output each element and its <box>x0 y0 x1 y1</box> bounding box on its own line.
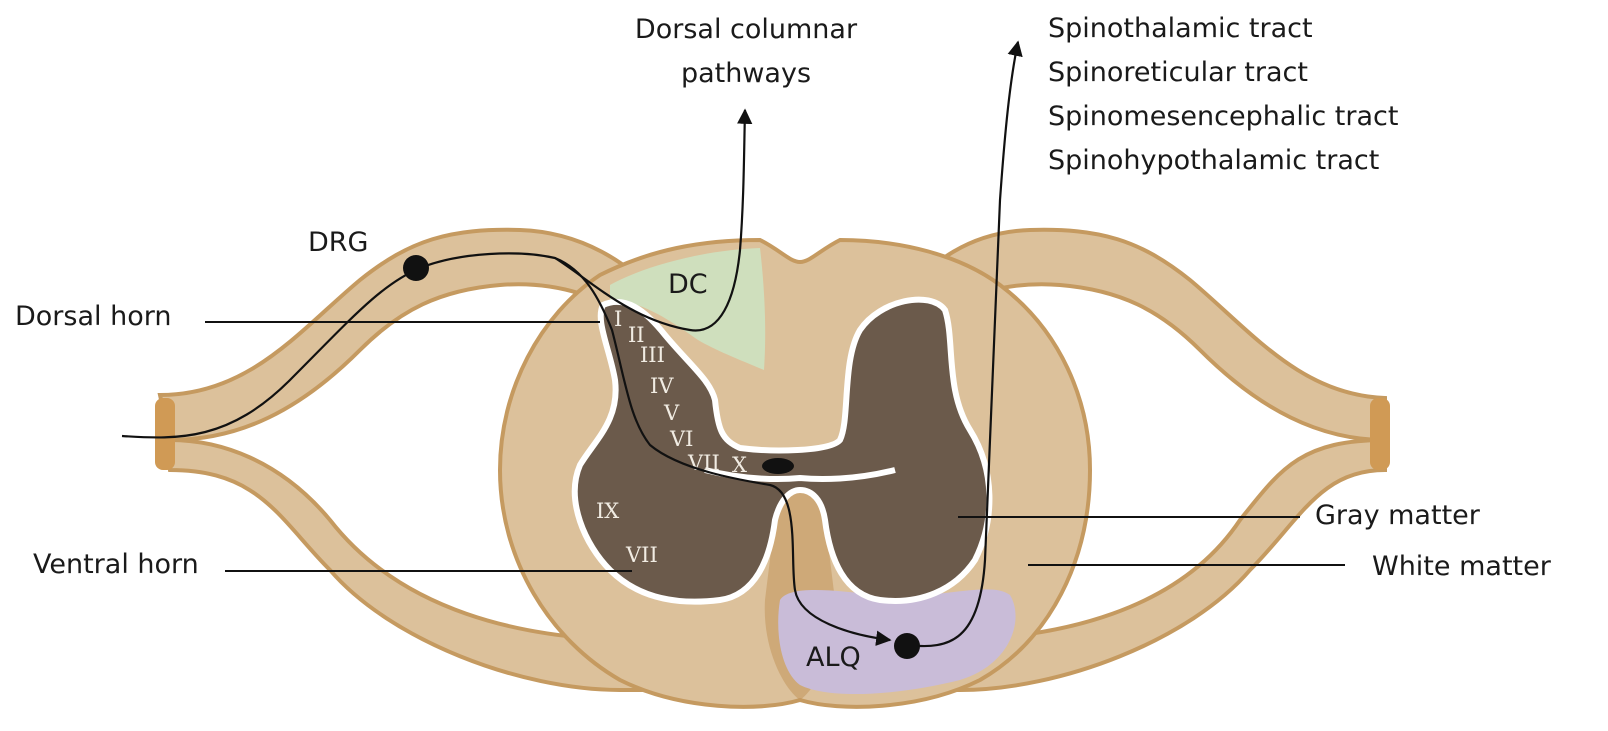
lamina-ix-label: IX <box>596 499 619 523</box>
dorsal-columnar-label-line1: Dorsal columnar <box>635 14 858 45</box>
drg-label: DRG <box>308 227 368 258</box>
dc-label: DC <box>668 269 708 300</box>
dorsal-horn-label: Dorsal horn <box>15 301 171 332</box>
alq-label: ALQ <box>806 642 861 673</box>
ventral-horn-label: Ventral horn <box>33 549 199 580</box>
alq-neuron <box>894 633 920 659</box>
tract-label-spinomesencephalic: Spinomesencephalic tract <box>1048 101 1398 132</box>
gray-matter-label: Gray matter <box>1315 500 1481 531</box>
lamina-x-label: X <box>732 453 747 477</box>
tract-label-spinoreticular: Spinoreticular tract <box>1048 57 1308 88</box>
drg-neuron <box>403 255 429 281</box>
central-canal <box>762 458 794 474</box>
left-nerve-stump <box>155 398 175 470</box>
lamina-iv-label: IV <box>650 374 674 398</box>
right-nerve-stump <box>1370 398 1390 470</box>
lamina-i-label: I <box>614 307 622 331</box>
lamina-vii-ventral-label: VII <box>625 543 658 567</box>
dorsal-columnar-label-line2: pathways <box>681 58 811 89</box>
lamina-v-label: V <box>663 401 680 425</box>
tract-label-spinohypothalamic: Spinohypothalamic tract <box>1048 145 1379 176</box>
white-matter-label: White matter <box>1372 551 1552 582</box>
lamina-iii-label: III <box>640 343 665 367</box>
tract-label-spinothalamic: Spinothalamic tract <box>1048 13 1313 44</box>
lamina-vi-label: VI <box>669 427 693 451</box>
